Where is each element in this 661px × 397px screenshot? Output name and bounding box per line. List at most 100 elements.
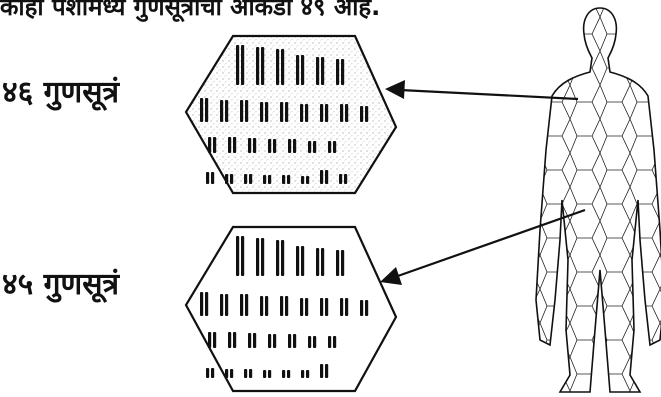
chromosome-mark [233,332,237,348]
chromosome-mark [233,137,237,153]
chromosome-mark [260,102,264,122]
chromosome-mark [281,240,285,276]
chromosome-mark [321,57,325,85]
chromosome-mark [230,174,234,184]
chromosome-mark [261,238,265,276]
chromosome-mark [236,45,240,85]
chromosome-mark [200,98,204,122]
chromosome-mark [325,298,329,316]
chromosome-mark [365,106,369,122]
chromosome-mark [241,236,245,276]
chromosome-mark [325,364,329,378]
chromosome-mark [340,298,344,316]
chromosome-mark [249,369,253,378]
chromosome-mark [244,174,248,184]
chromosome-mark [336,250,340,276]
chromosome-mark [205,292,209,316]
chromosome-mark [213,137,217,153]
chromosome-mark [344,174,348,184]
chromosome-mark [308,141,312,153]
chromosome-mark [263,175,267,184]
chromosome-mark [230,369,234,378]
chromosome-mark [313,336,317,348]
chromosome-mark [281,49,285,85]
cell-46-chromosomes [184,34,398,195]
chromosome-mark [306,176,310,184]
chromosome-mark [339,174,343,184]
chromosome-mark [360,300,364,316]
chromosome-mark [236,236,240,276]
chromosome-mark [261,47,265,85]
chromosome-mark [345,298,349,316]
chromosome-mark [211,368,215,378]
chromosome-mark [301,55,305,85]
chromosome-mark [276,240,280,276]
chromosome-mark [285,102,289,122]
chromosome-mark [305,298,309,316]
chromosome-mark [241,45,245,85]
chromosome-mark [325,104,329,122]
chromosome-mark [320,298,324,316]
chromosome-mark [268,175,272,184]
chromosome-mark [240,294,244,316]
chromosome-mark [288,139,292,153]
chromosome-mark [305,104,309,122]
chromosome-mark [340,104,344,122]
chromosome-mark [248,138,252,153]
chromosome-mark [306,370,310,378]
chromosome-mark [320,364,324,378]
chromosome-mark [240,100,244,122]
chromosome-mark [365,300,369,316]
chromosome-mark [268,370,272,378]
chromosome-mark [333,336,337,348]
chromosome-mark [341,59,345,85]
chromosome-mark [301,176,305,184]
chromosome-mark [213,332,217,348]
arrow-to-cell-45 [380,208,586,285]
chromosome-mark [244,369,248,378]
chromosome-mark [220,294,224,316]
chromosome-mark [225,100,229,122]
chromosome-mark [253,138,257,153]
chromosome-mark [360,106,364,122]
chromosome-mark [263,370,267,378]
chromosome-mark [336,59,340,85]
chromosome-mark [256,238,260,276]
chromosome-mark [301,370,305,378]
chromosome-mark [265,102,269,122]
chromosome-mark [288,334,292,348]
chromosome-mark [249,174,253,184]
chromosome-mark [316,248,320,276]
chromosome-mark [328,336,332,348]
chromosome-mark [228,137,232,153]
chromosome-mark [328,141,332,153]
karyotype-45 [200,236,369,378]
label-45-chromosomes: ४५ गुणसूत्रं [2,267,120,302]
chromosome-mark [268,139,272,153]
chromosome-mark [320,170,324,184]
chromosome-mark [325,170,329,184]
chromosome-mark [225,369,229,378]
chromosome-mark [282,175,286,184]
chromosome-mark [296,55,300,85]
chromosome-mark [280,102,284,122]
top-caption: काही पेशींमध्ये गुणसूत्रांचा आकडा ४९ आहे… [0,0,381,21]
chromosome-mark [273,334,277,348]
chromosome-mark [206,172,210,184]
chromosome-mark [300,104,304,122]
chromosome-mark [256,47,260,85]
chromosome-mark [308,336,312,348]
chromosome-mark [293,139,297,153]
chromosome-mark [220,100,224,122]
chromosome-mark [333,141,337,153]
chromosome-mark [301,246,305,276]
chromosome-mark [300,298,304,316]
human-body-icon [535,7,661,393]
karyotype-46 [200,45,369,184]
chromosome-mark [341,250,345,276]
chromosome-mark [211,172,215,184]
chromosome-mark [285,296,289,316]
chromosome-mark [260,296,264,316]
cell-45-chromosomes [184,225,398,393]
chromosome-mark [313,141,317,153]
